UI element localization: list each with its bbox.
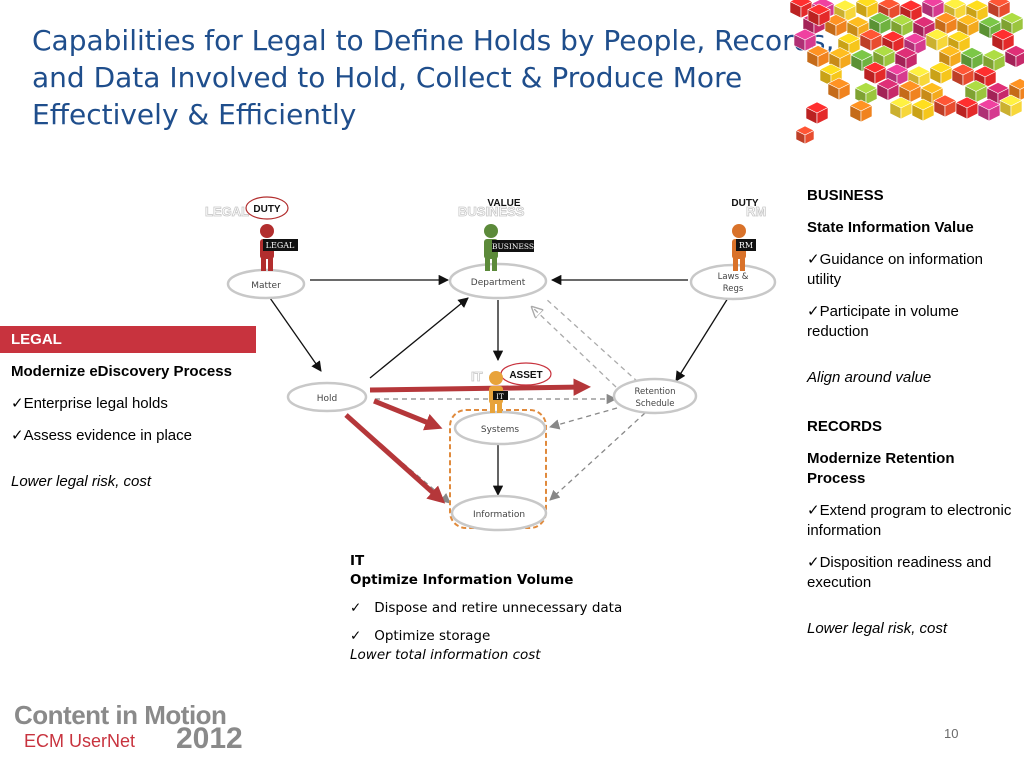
business-panel-outcome: Align around value [807,369,932,386]
it-badge-label: IT [496,393,504,401]
check-icon: ✓ [350,628,362,644]
it-callout-label: ASSET [509,370,542,381]
it-bg-label: IT [471,369,483,384]
connector-hold-department [369,297,469,379]
records-bullet-1: ✓Extend program to electronic informatio… [807,502,1012,539]
red-emphasis-arrows [344,378,591,504]
records-bullet-2: ✓Disposition readiness and execution [807,554,992,591]
records-panel: RECORDS Modernize Retention Process ✓Ext… [807,417,1012,651]
business-panel-subheader: State Information Value [807,219,974,236]
conference-logo-title: Content in Motion [14,700,227,730]
node-hold-label: Hold [317,394,338,404]
connector-retention-systems-dashed [548,407,618,430]
legal-panel-outcome: Lower legal risk, cost [11,473,152,490]
page-number: 10 [944,726,959,741]
legal-panel: Modernize eDiscovery Process ✓Enterprise… [11,362,241,504]
node-systems-label: Systems [481,425,520,435]
legal-bullet-1: ✓Enterprise legal holds [11,395,168,412]
node-department: Department [448,262,548,300]
decorative-cubes-graphic [790,0,1024,145]
rm-callout-label: DUTY [731,198,759,209]
check-icon: ✓ [350,600,362,616]
legal-bg-label: LEGAL [205,204,249,219]
connector-matter-hold [269,297,322,372]
node-laws-label-1: Laws & [718,272,749,282]
records-panel-outcome: Lower legal risk, cost [807,620,948,637]
it-bullet-2-label: Optimize storage [374,628,491,644]
it-bullet-1-label: Dispose and retire unnecessary data [374,600,623,616]
legal-hold-diagram: LEGAL BUSINESS RM IT Matter Department L… [205,196,777,532]
node-laws-label-2: Regs [723,284,744,294]
node-retention-label-1: Retention [635,387,676,397]
legal-person-icon: DUTY LEGAL [245,196,298,271]
rm-badge [736,239,756,251]
legal-panel-subheader: Modernize eDiscovery Process [11,363,232,380]
it-bullet-2: ✓ Optimize storage [350,627,650,646]
rm-badge-label: RM [739,241,753,250]
business-person-icon: VALUE BUSINESS [484,198,534,271]
records-panel-subheader: Modernize Retention Process [807,450,955,487]
legal-callout-oval [245,196,289,220]
business-badge [492,240,534,252]
legal-callout-label: DUTY [253,204,281,215]
red-arrow-hold-information [344,413,446,504]
conference-logo-subtitle: ECM UserNet [24,731,136,751]
node-information: Information [450,494,548,532]
node-matter-label: Matter [251,281,281,291]
rm-bg-label: RM [746,204,766,219]
it-panel-header: IT [350,553,365,569]
node-retention-schedule: Retention Schedule [612,377,698,415]
slide-title-line-2: and Data Involved to Hold, Collect & Pro… [32,61,743,94]
legal-panel-header: LEGAL [0,326,256,353]
slide-title-line-1: Capabilities for Legal to Define Holds b… [32,24,835,57]
business-panel: BUSINESS State Information Value ✓Guidan… [807,186,1012,400]
it-badge [493,391,508,400]
slide-title: Capabilities for Legal to Define Holds b… [32,22,852,133]
red-arrow-hold-retention [369,378,591,396]
it-panel-subheader: Optimize Information Volume [350,572,574,588]
business-badge-label: BUSINESS [492,242,534,251]
node-hold: Hold [286,381,368,413]
it-bullet-1: ✓ Dispose and retire unnecessary data [350,599,650,618]
legal-badge [263,239,298,251]
connector-retention-department-dashed [532,307,617,388]
records-panel-header: RECORDS [807,418,883,435]
business-bullet-2: ✓Participate in volume reduction [807,303,959,340]
legal-bullet-2: ✓Assess evidence in place [11,427,192,444]
slide-title-line-3: Effectively & Efficiently [32,98,357,131]
node-information-label: Information [473,510,525,520]
conference-logo-year: 2012 [176,722,243,755]
it-panel: IT Optimize Information Volume ✓ Dispose… [350,552,650,665]
it-panel-outcome: Lower total information cost [350,647,541,663]
business-panel-header: BUSINESS [807,187,884,204]
rm-person-icon: DUTY RM [731,198,759,271]
connector-laws-retention [675,297,729,382]
node-matter: Matter [226,268,306,300]
connector-retention-information-dashed [549,412,646,501]
business-bullet-1: ✓Guidance on information utility [807,251,984,288]
node-systems: Systems [453,410,547,446]
legal-badge-label: LEGAL [266,241,295,250]
business-bg-label: BUSINESS [458,204,525,219]
business-callout-label: VALUE [487,198,520,209]
red-arrow-hold-systems [373,398,443,431]
node-retention-label-2: Schedule [635,399,674,409]
node-department-label: Department [471,278,526,288]
it-person-icon: ASSET IT [489,362,552,413]
connector-retention-department-dashed-2 [544,297,639,383]
